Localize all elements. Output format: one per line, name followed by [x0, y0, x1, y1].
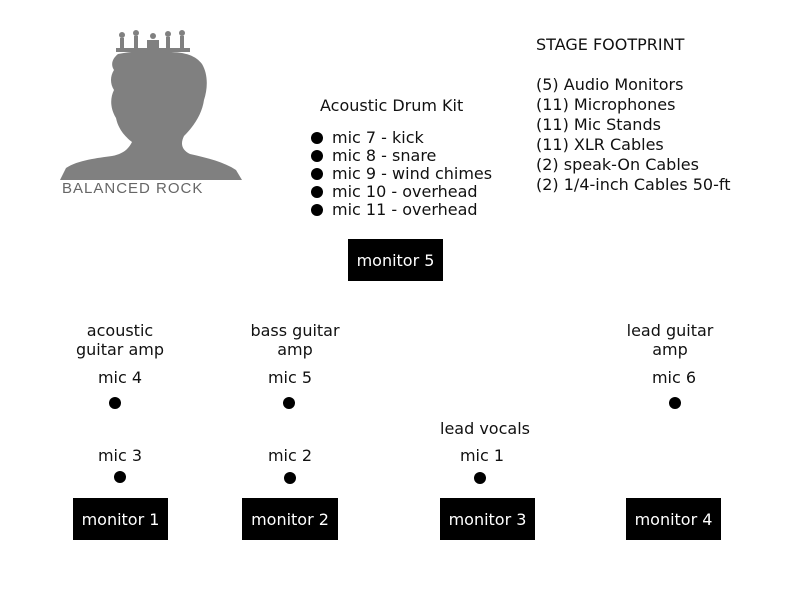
bullet-icon — [311, 186, 323, 198]
footprint-item: (11) Microphones — [536, 95, 676, 114]
acoustic-amp-label: acoustic guitar amp — [60, 321, 180, 359]
lead-amp-line1: lead guitar — [626, 321, 714, 340]
footprint-item: (11) XLR Cables — [536, 135, 664, 154]
drum-mic-label: mic 8 - snare — [332, 146, 437, 165]
acoustic-amp-line1: acoustic — [86, 321, 154, 340]
drum-mic-label: mic 10 - overhead — [332, 182, 478, 201]
monitor-4: monitor 4 — [626, 498, 721, 540]
mic-2-marker — [284, 472, 296, 484]
mic-1-marker — [474, 472, 486, 484]
mic-2-label: mic 2 — [267, 446, 313, 465]
drum-mic-label: mic 7 - kick — [332, 128, 424, 147]
bullet-icon — [311, 168, 323, 180]
monitor-5: monitor 5 — [348, 239, 443, 281]
bass-amp-label: bass guitar amp — [235, 321, 355, 359]
drum-mic-list: mic 7 - kick mic 8 - snare mic 9 - wind … — [311, 129, 492, 219]
band-silhouette-icon — [60, 30, 242, 180]
footprint-item: (11) Mic Stands — [536, 115, 661, 134]
monitor-1: monitor 1 — [73, 498, 168, 540]
list-item: mic 10 - overhead — [311, 183, 492, 201]
list-item: mic 11 - overhead — [311, 201, 492, 219]
drum-mic-label: mic 11 - overhead — [332, 200, 478, 219]
bullet-icon — [311, 132, 323, 144]
monitor-2: monitor 2 — [242, 498, 338, 540]
monitor-3: monitor 3 — [440, 498, 535, 540]
bass-amp-line2: amp — [277, 340, 313, 359]
logo-text: BALANCED ROCK — [62, 180, 204, 197]
mic-4-label: mic 4 — [97, 368, 143, 387]
footprint-item: (5) Audio Monitors — [536, 75, 684, 94]
stage-footprint: STAGE FOOTPRINT (5) Audio Monitors (11) … — [536, 35, 730, 195]
mic-3-marker — [114, 471, 126, 483]
list-item: mic 7 - kick — [311, 129, 492, 147]
bullet-icon — [311, 204, 323, 216]
footprint-item: (2) speak-On Cables — [536, 155, 699, 174]
mic-6-marker — [669, 397, 681, 409]
bullet-icon — [311, 150, 323, 162]
mic-5-marker — [283, 397, 295, 409]
lead-amp-line2: amp — [652, 340, 688, 359]
band-logo: BALANCED ROCK — [58, 28, 244, 200]
list-item: mic 9 - wind chimes — [311, 165, 492, 183]
footprint-item: (2) 1/4-inch Cables 50-ft — [536, 175, 731, 194]
drum-mic-label: mic 9 - wind chimes — [332, 164, 493, 183]
mic-3-label: mic 3 — [97, 446, 143, 465]
lead-amp-label: lead guitar amp — [610, 321, 730, 359]
lead-vocals-label: lead vocals — [440, 419, 530, 438]
mic-6-label: mic 6 — [651, 368, 697, 387]
mic-4-marker — [109, 397, 121, 409]
mic-5-label: mic 5 — [267, 368, 313, 387]
acoustic-amp-line2: guitar amp — [75, 340, 165, 359]
mic-1-label: mic 1 — [459, 446, 505, 465]
bass-amp-line1: bass guitar — [250, 321, 340, 340]
footprint-title: STAGE FOOTPRINT — [536, 35, 685, 54]
list-item: mic 8 - snare — [311, 147, 492, 165]
drum-kit-title: Acoustic Drum Kit — [320, 96, 464, 115]
